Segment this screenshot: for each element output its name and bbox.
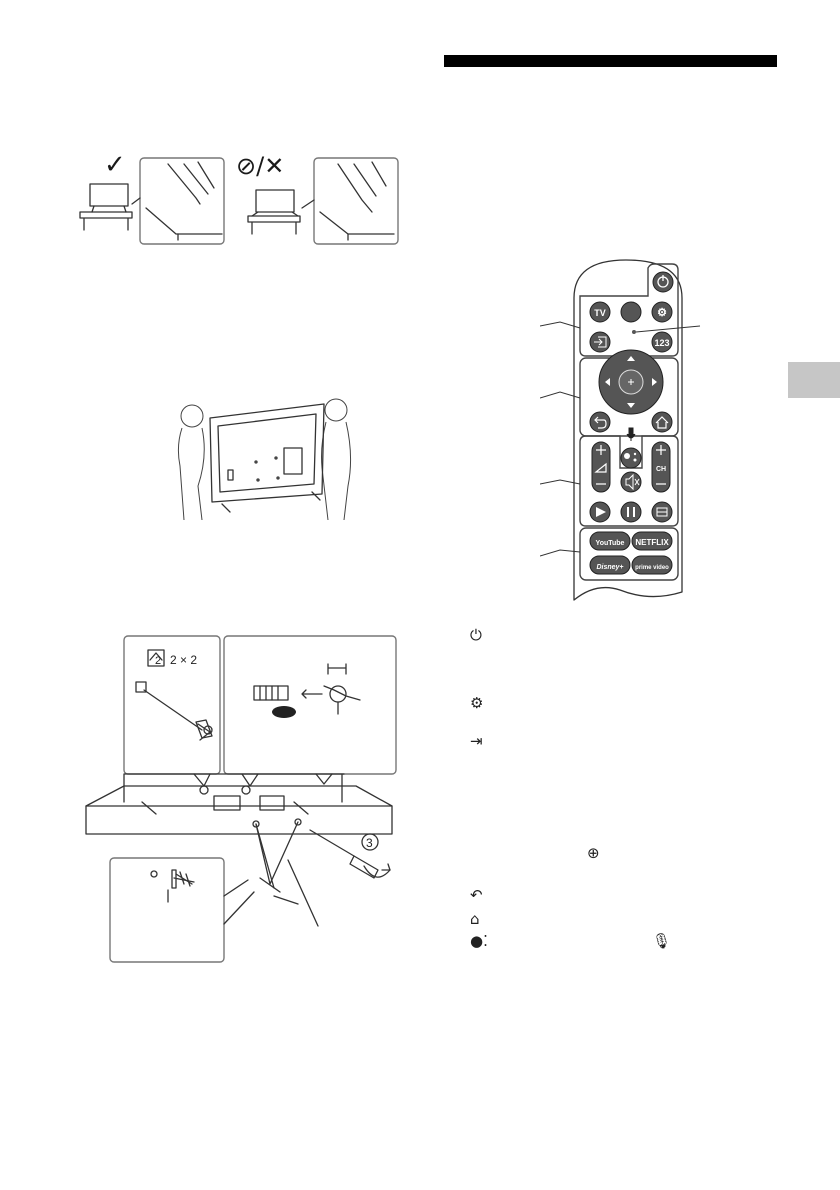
channel-rocker[interactable]: [651, 441, 671, 493]
tv-on-table-ok-illustration: [79, 183, 133, 231]
youtube-button-label: YouTube: [596, 540, 625, 547]
tv-button-label: TV: [594, 308, 606, 318]
num123-button-label: 123: [654, 338, 669, 348]
legend-icon-list: ⏻ ⚙ ⇥ ⊕ ↶ ⌂ ●⁚ 🎙: [470, 628, 710, 958]
streaming-group-outline: [579, 527, 679, 581]
gear-icon: ⚙: [470, 694, 484, 712]
prime-button[interactable]: [631, 555, 673, 575]
ng-mark: ⊘/✕: [236, 152, 285, 180]
top-button-group-outline: [579, 263, 679, 357]
side-index-tab: [788, 362, 840, 398]
anchor-detail-panel: [223, 635, 397, 787]
input-icon: ⇥: [470, 732, 483, 750]
netflix-button[interactable]: [631, 531, 673, 551]
tv-on-table-ng-illustration: [247, 189, 301, 235]
settings-button[interactable]: [651, 301, 673, 323]
volume-channel-group-outline: [579, 435, 679, 527]
screw-count: 2 × 2: [170, 653, 197, 667]
carrying-tv-figure: [172, 396, 356, 520]
youtube-button[interactable]: [589, 531, 631, 551]
stand-foot-zoom-ng: [301, 157, 399, 245]
microphone-icon: 🎙: [652, 932, 672, 950]
tv-anchor-screw-figure: 2 2 × 2: [84, 634, 400, 964]
ch-label: CH: [656, 466, 666, 473]
power-icon: ⏻: [470, 626, 482, 644]
gear-icon: ⚙: [657, 307, 667, 319]
assistant-button[interactable]: [620, 447, 642, 469]
indicator-led: [632, 330, 636, 334]
disney-button[interactable]: [589, 555, 631, 575]
netflix-button-label: NETFLIX: [635, 538, 669, 547]
enter-icon: ⊕: [587, 844, 600, 862]
power-button[interactable]: [652, 271, 674, 293]
assistant-icon: ●⁚: [470, 932, 488, 950]
microphone-icon: [626, 427, 636, 441]
mute-button[interactable]: [620, 471, 642, 493]
back-icon: ↶: [470, 886, 483, 904]
section-header-bar: [444, 55, 777, 67]
stand-foot-zoom-ok: [131, 157, 225, 245]
stand-placement-figure: ✓ ⊘/✕: [76, 150, 406, 250]
blank-button[interactable]: [620, 301, 642, 323]
pause-button[interactable]: [620, 501, 642, 523]
prime-button-label: prime video: [635, 565, 669, 571]
volume-rocker[interactable]: [591, 441, 611, 493]
ok-checkmark: ✓: [104, 150, 126, 180]
home-icon: ⌂: [470, 910, 480, 928]
step-number: 3: [366, 836, 373, 850]
disney-button-label: Disney+: [596, 564, 623, 571]
tv-button[interactable]: [589, 301, 611, 323]
back-button[interactable]: [589, 411, 611, 433]
home-button[interactable]: [651, 411, 673, 433]
wood-screw-callout-panel: [109, 857, 255, 963]
num123-button[interactable]: [651, 331, 673, 353]
screw-digit: 2: [155, 655, 161, 667]
screw-callout-panel: [123, 635, 221, 787]
remote-control-figure: TV ⚙ 123 CH: [540, 258, 710, 602]
